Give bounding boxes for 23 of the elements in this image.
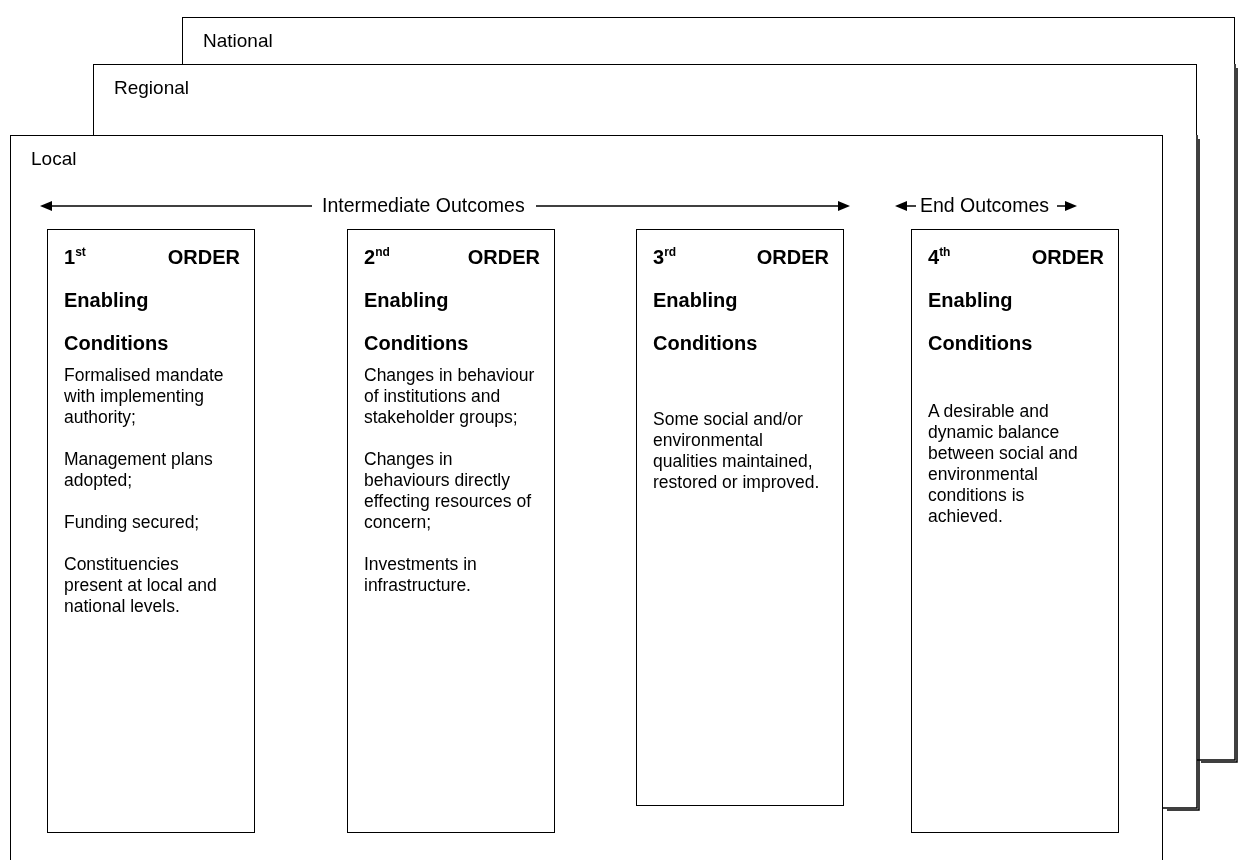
card-title: National	[203, 30, 273, 52]
condition-box	[347, 229, 555, 833]
condition-text: Management plans adopted;	[64, 449, 214, 491]
box-heading: 2$^{nd}$ ORDER Enabling Conditions	[364, 244, 540, 356]
layer-card	[182, 17, 1235, 64]
condition-text: Changes in behaviour of institutions and stakeholder groups;	[364, 365, 536, 428]
condition-box	[47, 229, 255, 833]
condition-text: A desirable and dynamic balance between social and environmental conditions is achieved.	[928, 401, 1079, 527]
condition-text: Changes in behaviours directly effecting resources of concern;	[364, 449, 532, 533]
condition-text: Funding secured;	[64, 512, 201, 533]
box-heading: 3$^{rd}$ ORDER Enabling Conditions	[653, 244, 829, 356]
layer-card	[10, 135, 1163, 860]
condition-text: Investments in infrastructure.	[364, 554, 478, 596]
condition-box	[911, 229, 1119, 833]
condition-text: Formalised mandate with implementing authority;	[64, 365, 225, 428]
box-heading: 1$^{st}$ ORDER Enabling Conditions	[64, 244, 240, 356]
layer-card	[93, 64, 1197, 135]
card-title: Regional	[114, 77, 189, 99]
condition-text: Some social and/or environmental qualities maintained, restored or improved.	[653, 409, 821, 493]
card-title: Local	[31, 148, 77, 170]
box-heading: 4$^{th}$ ORDER Enabling Conditions	[928, 244, 1104, 356]
condition-text: Constituencies present at local and national levels.	[64, 554, 218, 617]
condition-box	[636, 229, 844, 806]
